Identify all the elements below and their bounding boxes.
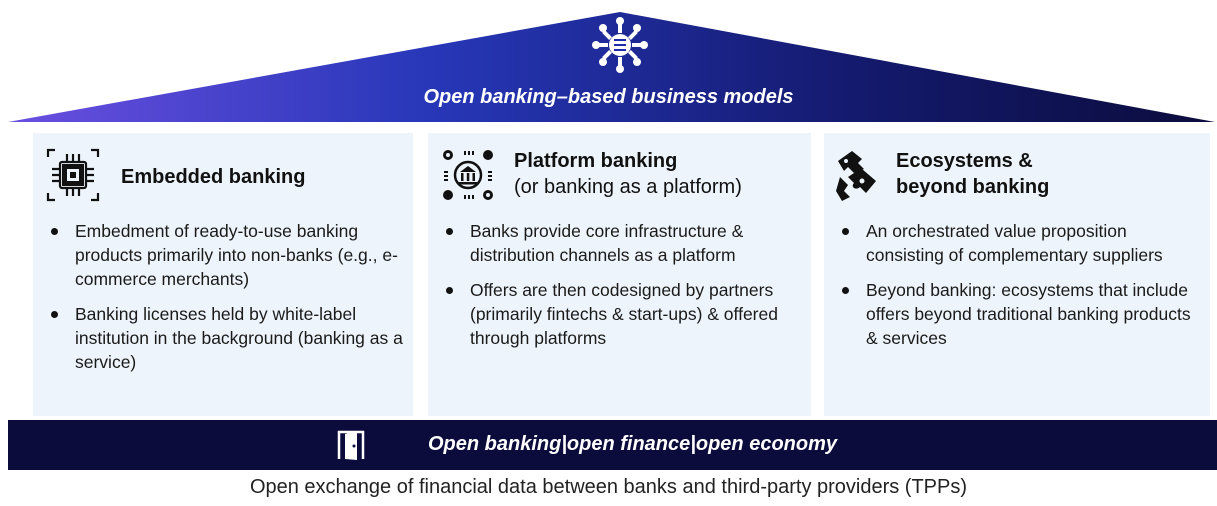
pillar-title: Platform banking (or banking as a platfo…: [514, 148, 742, 200]
pillar-title-bold-line1: Ecosystems &: [896, 150, 1033, 172]
pillar-title: Embedded banking: [121, 164, 305, 190]
bullet-item: Offers are then codesigned by partners (…: [428, 278, 803, 350]
roof-title: Open banking–based business models: [423, 86, 794, 108]
bullet-list: An orchestrated value proposition consis…: [824, 219, 1202, 361]
bullet-list: Banks provide core infrastructure & dist…: [428, 219, 803, 361]
bullet-item: An orchestrated value proposition consis…: [824, 219, 1202, 267]
bullet-list: Embedment of ready-to-use banking produc…: [33, 219, 405, 385]
foundation-bar: Open banking|open finance|open economy: [8, 420, 1217, 470]
pillar-platform-banking: Platform banking (or banking as a platfo…: [428, 133, 811, 416]
open-door-icon: [335, 429, 369, 461]
chip-icon: [45, 147, 101, 203]
pillar-title-bold: Embedded banking: [121, 166, 306, 188]
puzzle-ecosystem-icon: [832, 147, 888, 203]
foundation-title: Open banking|open finance|open economy: [427, 433, 837, 455]
bank-platform-icon: [440, 147, 496, 203]
pillar-title-bold-line2: beyond banking: [896, 176, 1050, 198]
roof-shape: [8, 12, 1215, 122]
bullet-item: Banks provide core infrastructure & dist…: [428, 219, 803, 267]
pillar-title-bold: Platform banking: [514, 150, 678, 172]
footer-caption: Open exchange of financial data between …: [249, 476, 968, 498]
pillar-title: Ecosystems & beyond banking: [896, 148, 1049, 200]
bullet-item: Banking licenses held by white-label ins…: [33, 302, 405, 374]
bullet-item: Beyond banking: ecosystems that include …: [824, 278, 1202, 350]
roof-banner: Open banking–based business models: [0, 0, 1217, 124]
network-hub-icon: [591, 16, 649, 74]
pillar-embedded-banking: Embedded banking Embedment of ready-to-u…: [33, 133, 413, 416]
bullet-item: Embedment of ready-to-use banking produc…: [33, 219, 405, 291]
pillar-ecosystems: Ecosystems & beyond banking An orchestra…: [824, 133, 1210, 416]
pillar-title-regular: (or banking as a platform): [514, 176, 742, 198]
